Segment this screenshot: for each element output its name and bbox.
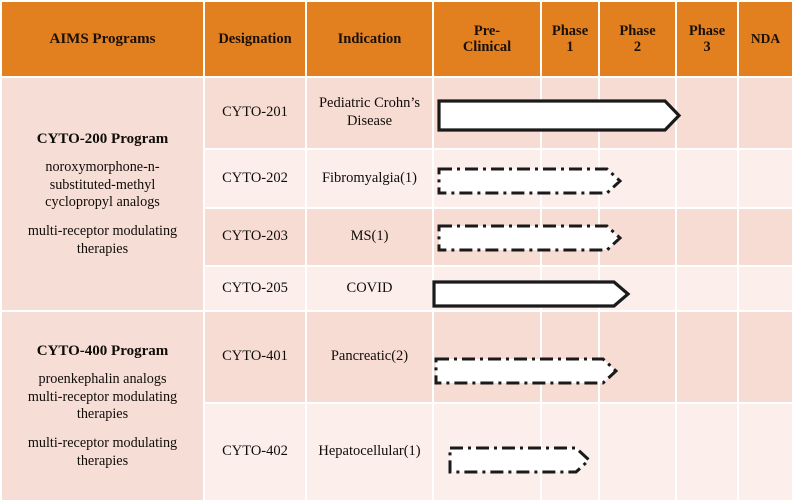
program-desc-line: multi-receptor modulating [27,388,178,405]
header-preclinical-label: Pre- Clinical [463,23,511,55]
program-desc-line: proenkephalin analogs [38,371,167,388]
designation-value: CYTO-203 [222,228,288,245]
program-desc-line: therapies [76,406,129,423]
header-designation: Designation [205,2,305,76]
stage-cell-phase1 [542,78,598,148]
header-phase-2-line2: 2 [633,39,642,55]
program-subtitle-line: multi-receptor modulating [27,434,178,451]
header-indication: Indication [307,2,432,76]
program-subtitle-line: therapies [76,452,129,469]
indication-line2: Disease [346,113,393,129]
stage-cell-preclinical [434,209,540,265]
header-preclinical-line2: Clinical [462,39,512,55]
program-subtitle-line: therapies [76,240,129,257]
indication-value: Fibromyalgia(1) [321,169,418,186]
program-subtitle-line: multi-receptor modulating [27,222,178,239]
header-phase-1-label: Phase 1 [552,23,588,55]
stage-cell-preclinical [434,78,540,148]
table-row: CYTO-201 [205,78,305,148]
designation-value: CYTO-205 [222,279,288,296]
indication-cell: COVID [307,267,432,310]
program-desc-line: substituted-methyl [49,176,156,193]
indication-value: Pancreatic(2) [330,348,409,365]
designation-value: CYTO-402 [222,443,288,460]
designation-value: CYTO-401 [222,348,288,365]
table-row: CYTO-401 [205,312,305,402]
stage-cell-preclinical [434,312,540,402]
header-phase-2: Phase 2 [600,2,675,76]
table-row: CYTO-402 [205,404,305,500]
designation-value: CYTO-202 [222,169,288,186]
header-designation-label: Designation [218,30,292,47]
header-phase-2-line1: Phase [619,22,656,39]
table-row: CYTO-203 [205,209,305,265]
stage-cell-phase2 [600,312,675,402]
stage-cell-phase3 [677,209,737,265]
stage-cell-phase2 [600,267,675,310]
stage-cell-nda [739,312,792,402]
indication-cell: Hepatocellular(1) [307,404,432,500]
stage-cell-phase3 [677,150,737,207]
stage-cell-nda [739,267,792,310]
indication-cell: Pediatric Crohn’s Disease [307,78,432,148]
stage-cell-phase1 [542,404,598,500]
stage-cell-phase2 [600,209,675,265]
program-group-cyto-200: CYTO-200 Program noroxymorphone-n- subst… [2,78,203,310]
program-group-cyto-400: CYTO-400 Program proenkephalin analogs m… [2,312,203,500]
designation-value: CYTO-201 [222,104,288,121]
header-phase-3-line1: Phase [688,22,726,39]
table-row: CYTO-205 [205,267,305,310]
header-phase-1: Phase 1 [542,2,598,76]
program-title-cyto-200: CYTO-200 Program [36,130,169,147]
stage-cell-phase1 [542,150,598,207]
program-title-cyto-400: CYTO-400 Program [36,342,169,359]
header-phase-3-line2: 3 [703,39,711,55]
header-aims-programs: AIMS Programs [2,2,203,76]
stage-cell-nda [739,404,792,500]
stage-cell-phase1 [542,312,598,402]
header-nda-label: NDA [750,31,781,47]
stage-cell-preclinical [434,404,540,500]
stage-cell-phase3 [677,312,737,402]
header-aims-programs-label: AIMS Programs [49,30,156,47]
indication-value: Pediatric Crohn’s Disease [319,95,420,130]
stage-cell-phase1 [542,267,598,310]
stage-cell-nda [739,150,792,207]
header-phase-3: Phase 3 [677,2,737,76]
indication-cell: MS(1) [307,209,432,265]
table-row: CYTO-202 [205,150,305,207]
indication-cell: Fibromyalgia(1) [307,150,432,207]
stage-cell-nda [739,209,792,265]
header-phase-3-label: Phase 3 [689,23,725,55]
stage-cell-nda [739,78,792,148]
header-nda: NDA [739,2,792,76]
stage-cell-preclinical [434,267,540,310]
stage-cell-phase2 [600,78,675,148]
stage-cell-phase3 [677,267,737,310]
stage-cell-phase2 [600,150,675,207]
stage-cell-phase1 [542,209,598,265]
header-preclinical: Pre- Clinical [434,2,540,76]
indication-value: Hepatocellular(1) [318,443,421,460]
indication-line1: Pediatric Crohn’s [318,95,421,112]
stage-cell-phase3 [677,78,737,148]
indication-value: MS(1) [350,228,389,245]
header-phase-1-line2: 1 [566,39,574,55]
indication-cell: Pancreatic(2) [307,312,432,402]
program-desc-line: noroxymorphone-n- [45,159,160,176]
header-phase-2-label: Phase 2 [619,23,655,55]
stage-cell-phase2 [600,404,675,500]
header-indication-label: Indication [337,30,402,47]
indication-value: COVID [346,279,393,296]
stage-cell-preclinical [434,150,540,207]
header-phase-1-line1: Phase [551,22,589,39]
header-preclinical-line1: Pre- [473,22,501,39]
program-desc-line: cyclopropyl analogs [45,194,160,211]
stage-cell-phase3 [677,404,737,500]
